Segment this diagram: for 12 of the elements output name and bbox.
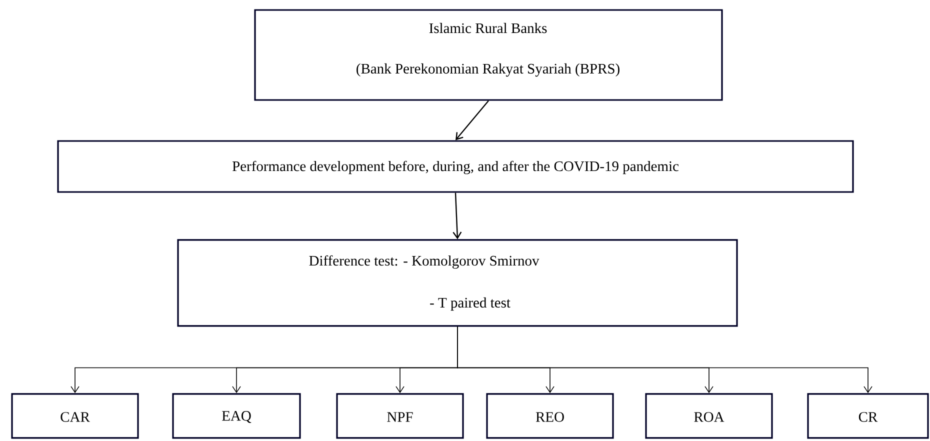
arrow	[456, 100, 489, 140]
category-box: EAQ	[172, 393, 301, 439]
arrow	[457, 326, 872, 394]
title-box: Islamic Rural Banks (Bank Perekonomian Rakyat Syariah (BPRS)	[254, 9, 723, 101]
process-box: Performance development before, during, and after the COVID-19 pandemic	[57, 140, 854, 193]
category-box: CAR	[11, 393, 139, 439]
category-box: CR	[807, 393, 929, 439]
category-box: REO	[486, 393, 614, 439]
process-box: Difference test: - Komolgorov Smirnov - T paired test	[177, 239, 738, 327]
category-box: NPF	[336, 393, 464, 439]
category-box: ROA	[645, 393, 773, 439]
arrow	[452, 192, 462, 240]
